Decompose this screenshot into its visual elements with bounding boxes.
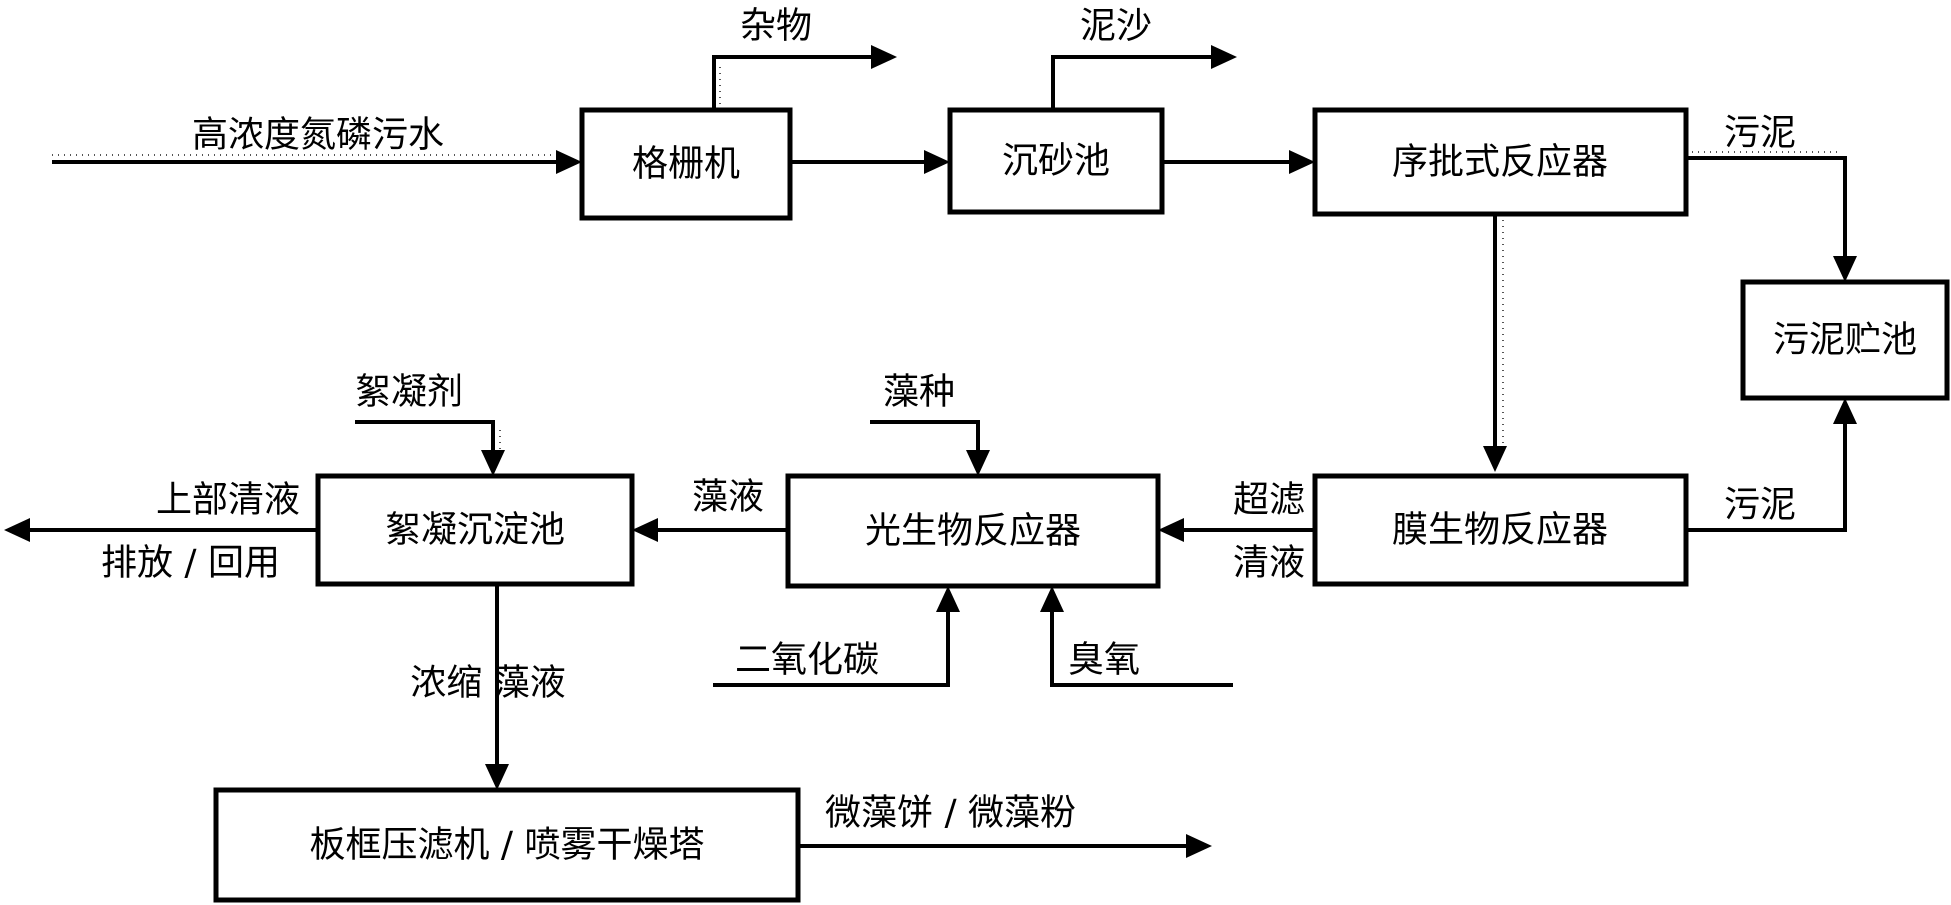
ozone-arrow — [1040, 586, 1064, 612]
flocculation-tank-box: 絮凝沉淀池 — [315, 473, 635, 587]
mbr-sludge-label: 污泥 — [1724, 485, 1796, 526]
photobioreactor-label: 光生物反应器 — [865, 511, 1081, 552]
silt-line — [1051, 55, 1212, 110]
co2-arrow — [936, 586, 960, 612]
sbr-sludge-arrow — [1833, 256, 1857, 282]
concentrated-algae-label: 浓缩 藻液 — [410, 663, 565, 704]
grit-chamber-label: 沉砂池 — [1002, 141, 1110, 182]
sbr-sludge-line — [1686, 156, 1847, 258]
product-label: 微藻饼 / 微藻粉 — [825, 793, 1076, 834]
flocculant-arrow — [481, 450, 505, 476]
algae-seed-arrow — [966, 450, 990, 476]
mbr-box: 膜生物反应器 — [1312, 473, 1689, 587]
flocculant-line — [355, 420, 495, 452]
debris-label: 杂物 — [740, 6, 812, 47]
mbr-sludge-line — [1686, 422, 1847, 532]
sludge-tank-label: 污泥贮池 — [1773, 320, 1917, 361]
sbr-to-mbr-arrow — [1483, 446, 1507, 472]
mbr-to-photo-arrow — [1158, 518, 1184, 542]
grit-chamber-box: 沉砂池 — [947, 107, 1165, 215]
flocculation-tank-label: 絮凝沉淀池 — [385, 510, 565, 551]
mbr-label: 膜生物反应器 — [1392, 510, 1608, 551]
filter-press-dryer-label: 板框压滤机 / 喷雾干燥塔 — [309, 825, 704, 866]
algae-liquid-label: 藻液 — [692, 477, 764, 518]
grid-machine-label: 格栅机 — [632, 144, 740, 185]
co2-line — [713, 612, 950, 687]
flocculant-label: 絮凝剂 — [355, 372, 463, 413]
influent-arrow — [556, 150, 582, 174]
grid-machine-box: 格栅机 — [579, 107, 793, 221]
debris-arrow — [871, 45, 897, 69]
ozone-label: 臭氧 — [1068, 640, 1140, 681]
algae-seed-line — [870, 420, 980, 452]
discharge-reuse-label: 排放 / 回用 — [101, 543, 280, 584]
sludge-tank-box: 污泥贮池 — [1740, 279, 1950, 401]
product-arrow — [1186, 834, 1212, 858]
debris-line — [712, 55, 872, 110]
upper-clear-label: 上部清液 — [156, 480, 300, 521]
sbr-box: 序批式反应器 — [1312, 107, 1689, 217]
algae-seed-label: 藻种 — [883, 372, 955, 413]
silt-label: 泥沙 — [1080, 6, 1152, 47]
clear-liquid-label: 清液 — [1233, 543, 1305, 584]
photo-to-floc-arrow — [632, 518, 658, 542]
silt-arrow — [1211, 45, 1237, 69]
grid-to-grit-arrow — [924, 150, 950, 174]
sbr-sludge-label: 污泥 — [1724, 113, 1796, 154]
filter-press-dryer-box: 板框压滤机 / 喷雾干燥塔 — [213, 787, 801, 903]
mbr-sludge-arrow — [1833, 398, 1857, 424]
discharge-arrow — [4, 518, 30, 542]
grit-to-sbr-arrow — [1289, 150, 1315, 174]
ultrafiltration-label: 超滤 — [1233, 480, 1305, 521]
ozone-line — [1050, 612, 1233, 687]
photobioreactor-box: 光生物反应器 — [785, 473, 1161, 589]
co2-label: 二氧化碳 — [735, 640, 879, 681]
sbr-label: 序批式反应器 — [1392, 142, 1608, 183]
floc-to-press-arrow — [485, 764, 509, 790]
influent-label: 高浓度氮磷污水 — [192, 115, 444, 156]
